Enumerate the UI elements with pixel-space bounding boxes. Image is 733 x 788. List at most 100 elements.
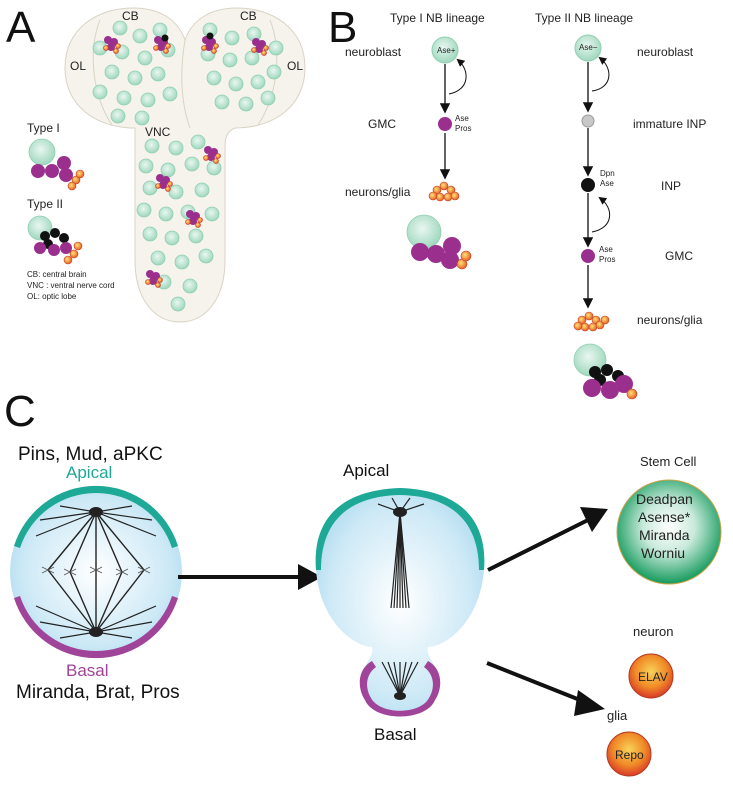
- neuroblast-right-label: neuroblast: [637, 45, 694, 59]
- neuroblast-cell: [150, 66, 166, 82]
- chromosome: [137, 566, 151, 574]
- neuroblast-cell: [142, 226, 158, 242]
- apical-proteins-label: Pins, Mud, aPKC: [18, 444, 163, 465]
- gmc-cell: [59, 168, 73, 182]
- neuroblast-cell: [162, 86, 178, 102]
- gmc-cell: [34, 242, 46, 254]
- neuroblast-cell: [190, 134, 206, 150]
- gmc-cell: [615, 375, 633, 393]
- type1-lineage-summary: [406, 214, 472, 270]
- spindle-fiber: [393, 661, 401, 697]
- stem-marker-worniu: Worniu: [641, 545, 685, 561]
- mitotic-spindle: [35, 505, 157, 639]
- type1-label: Type I: [27, 121, 60, 135]
- neuroblast-cell: [194, 182, 210, 198]
- ase-plus-label: Ase+: [437, 46, 456, 55]
- neuroblast-cell: [214, 94, 230, 110]
- stem-cell-title: Stem Cell: [640, 454, 696, 469]
- type1-lineage-cluster: [28, 138, 85, 191]
- neuroblast-cell: [142, 180, 158, 196]
- neuron-cell: [165, 186, 171, 192]
- astral-fiber: [95, 511, 153, 521]
- basal-mid-label: Basal: [374, 725, 417, 744]
- gmc-right-label: GMC: [665, 249, 693, 263]
- ase-right: Ase: [599, 245, 613, 254]
- legend-cb: CB: central brain: [27, 270, 87, 279]
- gmc-cell: [60, 242, 72, 254]
- spindle-fiber: [387, 661, 401, 697]
- neuroblast-cell: [406, 214, 442, 250]
- inp-cell: [601, 364, 613, 376]
- neuroblast-cell: [170, 296, 186, 312]
- legend-vnc: VNC : ventral nerve cord: [27, 281, 115, 290]
- centrosome: [393, 507, 407, 517]
- centrosome: [89, 507, 103, 517]
- neuron-cell: [113, 48, 119, 54]
- telophase-spindle: [377, 497, 425, 700]
- neuron-cell: [573, 321, 583, 331]
- neuroblast-cell: [160, 162, 176, 178]
- neuron-marker: ELAV: [638, 670, 668, 684]
- type2-label: Type II: [27, 197, 63, 211]
- neuron-cell: [165, 43, 171, 49]
- glia-marker: Repo: [615, 748, 644, 762]
- astral-fiber: [39, 511, 97, 521]
- larval-cns: CB CB OL OL VNC: [64, 7, 306, 323]
- basal-cortex: [359, 661, 441, 717]
- gmc-cell: [107, 43, 115, 51]
- neuroblast-cell: [168, 140, 184, 156]
- neuron-cell: [428, 191, 438, 201]
- gmc-cell: [255, 45, 263, 53]
- neuron-cell: [153, 45, 159, 51]
- astral-fiber: [39, 621, 97, 633]
- astral-fiber: [35, 605, 97, 633]
- inp-self-renew-arrow: [591, 196, 610, 233]
- spindle-fiber: [399, 511, 410, 609]
- panel-a-label: A: [6, 3, 36, 52]
- neuroblast-cell: [198, 248, 214, 264]
- type2-neuroblast: [574, 34, 602, 62]
- inp-cell: [40, 231, 50, 241]
- type1-self-renew-arrow: [448, 58, 467, 95]
- immature-inp-cell: [581, 114, 595, 128]
- neuroblast-cell: [168, 184, 184, 200]
- inp-cell: [50, 228, 60, 238]
- neuron-cell: [75, 169, 85, 179]
- glia-cell: [606, 731, 652, 777]
- neuroblast-cell: [127, 70, 143, 86]
- legend-ol: OL: optic lobe: [27, 292, 77, 301]
- stem-marker-deadpan: Deadpan: [636, 491, 693, 507]
- neuroblast-cell: [137, 50, 153, 66]
- neuron-cell: [626, 388, 638, 400]
- neuron-cell: [71, 175, 81, 185]
- neuroblast-cell: [136, 202, 152, 218]
- cb-left-label: CB: [122, 9, 139, 23]
- inp-cell: [59, 233, 69, 243]
- neuroblast-cell: [110, 108, 126, 124]
- gmc-cell: [207, 153, 215, 161]
- type2-gmc: [581, 249, 595, 263]
- inp-label: INP: [661, 179, 681, 193]
- neuroblast-cell: [134, 110, 150, 126]
- neuroblast-cell: [112, 20, 128, 36]
- neuron-cell: [203, 155, 209, 161]
- gmc-cell: [157, 43, 165, 51]
- neuroblast-cells: [92, 20, 284, 312]
- neuroblast-cell: [140, 92, 156, 108]
- chromosome: [63, 568, 77, 576]
- neuroblast-cell: [92, 84, 108, 100]
- inp-cell: [161, 34, 169, 42]
- astral-fiber: [95, 605, 157, 633]
- neuron-cell: [103, 45, 109, 51]
- neuroblast-cell: [158, 206, 174, 222]
- spindle-fiber: [381, 661, 401, 697]
- neuron-cell: [263, 45, 269, 51]
- neuroblast-cell: [150, 250, 166, 266]
- gmc-cell: [48, 244, 60, 256]
- panel-c-label: C: [4, 387, 36, 436]
- neuron-cell: [69, 249, 79, 259]
- neuroblast-cell: [238, 96, 254, 112]
- pros-right: Pros: [599, 255, 615, 264]
